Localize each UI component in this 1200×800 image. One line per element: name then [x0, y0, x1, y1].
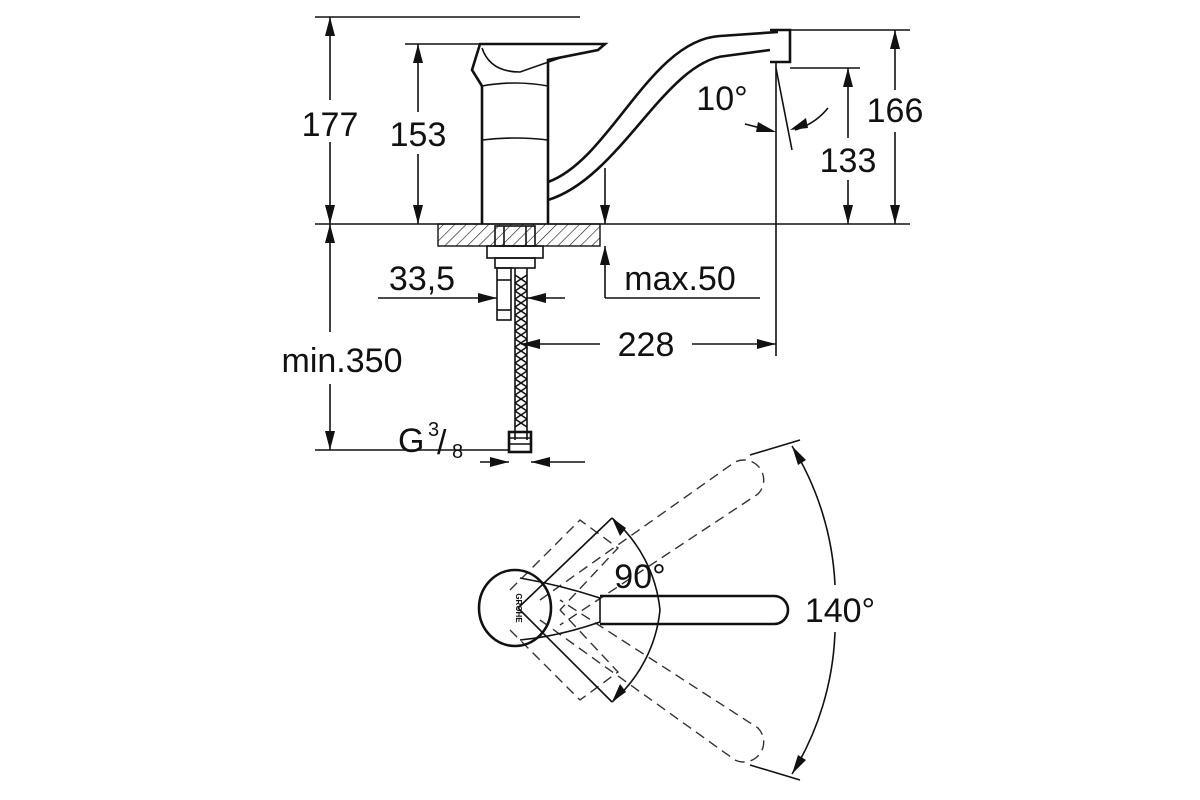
- thread-slash: /: [437, 424, 447, 462]
- spout: [547, 28, 792, 202]
- thread-denominator: 8: [452, 441, 463, 463]
- hose-length-label: min.350: [282, 342, 403, 380]
- spout-top: [600, 594, 790, 626]
- dimension-base-diameter: 33,5: [378, 260, 565, 303]
- outlet-height-label: 133: [820, 142, 877, 180]
- dimension-spout-reach: 228: [521, 326, 776, 364]
- braided-hose: [507, 268, 533, 454]
- spout-reach-label: 228: [618, 326, 675, 364]
- thread-numerator: 3: [428, 419, 439, 441]
- dimension-spout-angle: 10°: [696, 67, 829, 356]
- spout-angle-label: 10°: [696, 80, 747, 118]
- side-view: 177 153 166 133: [282, 16, 924, 467]
- faucet-top-body: GROHE: [477, 568, 601, 648]
- lever-angle-label: 90°: [614, 558, 665, 596]
- dimension-connection-thread: G 3 / 8: [398, 419, 585, 467]
- dimension-max-thickness: max.50: [600, 168, 760, 299]
- dimension-lever-angle: 90°: [517, 517, 666, 703]
- dimension-hose-length: min.350: [282, 224, 508, 451]
- swivel-ghost-upper: [509, 459, 765, 626]
- body-height-label: 153: [390, 116, 447, 154]
- total-height-label: 177: [302, 106, 359, 144]
- spout-height-label: 166: [867, 92, 924, 130]
- dimension-outlet-height: 133: [790, 67, 877, 224]
- dimension-swivel-angle: 140°: [749, 439, 875, 781]
- max-thickness-label: max.50: [624, 260, 736, 298]
- top-view: GROHE 90° 140°: [477, 439, 875, 781]
- thread-label: G: [398, 422, 424, 460]
- base-diameter-label: 33,5: [389, 260, 455, 298]
- countertop: [315, 223, 910, 247]
- swivel-angle-label: 140°: [805, 592, 875, 630]
- dimension-total-height: 177: [302, 16, 580, 224]
- dimension-body-height: 153: [390, 43, 480, 224]
- dimension-spout-height: 166: [790, 29, 924, 224]
- swivel-ghost-lower: [509, 599, 765, 763]
- under-counter-fittings: [486, 225, 544, 321]
- faucet-body: [470, 42, 609, 224]
